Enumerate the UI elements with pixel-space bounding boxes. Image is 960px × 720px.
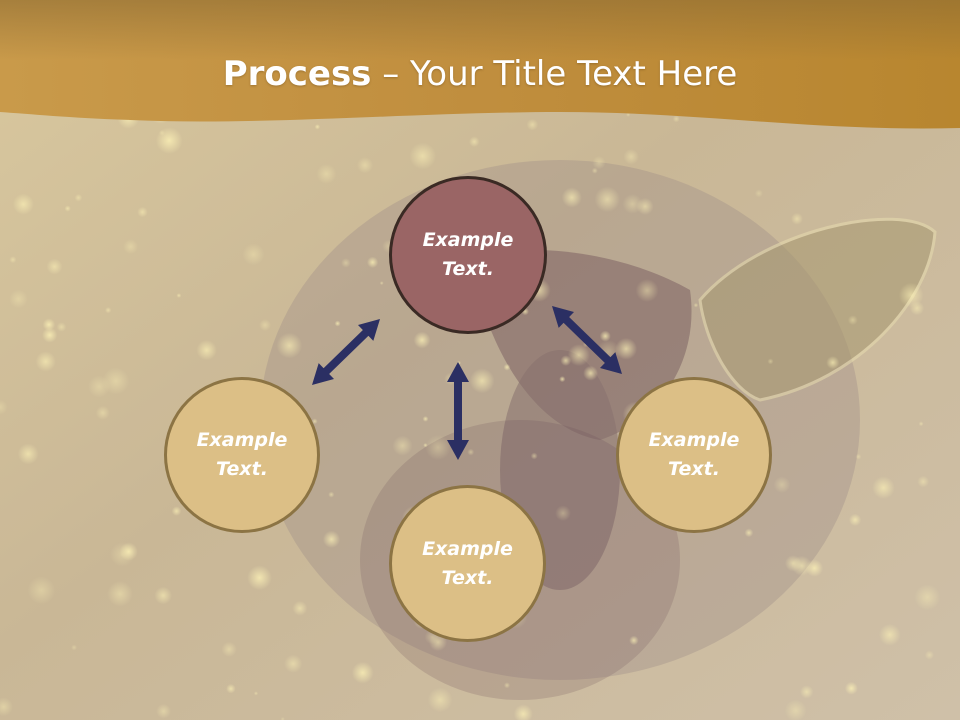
node-right-line1: Example [648, 429, 740, 451]
node-top-line2: Text. [442, 258, 494, 280]
arrow-top-right [552, 306, 622, 374]
title-rest: – Your Title Text Here [371, 54, 738, 94]
slide-title: Process – Your Title Text Here [0, 48, 960, 100]
node-top-line1: Example [422, 229, 514, 251]
node-bottom-line1: Example [422, 537, 513, 560]
title-bold-word: Process [222, 54, 372, 94]
process-node-right[interactable]: Example Text. [616, 377, 772, 533]
node-bottom-line2: Text. [441, 566, 494, 589]
node-left-line1: Example [196, 429, 288, 451]
process-node-left[interactable]: Example Text. [164, 377, 320, 533]
node-right-line2: Text. [668, 458, 720, 480]
arrow-top-left [312, 319, 380, 385]
process-node-top[interactable]: Example Text. [389, 176, 547, 334]
node-left-line2: Text. [216, 458, 268, 480]
process-node-bottom[interactable]: Example Text. [389, 485, 546, 642]
arrow-top-bottom [447, 362, 469, 460]
